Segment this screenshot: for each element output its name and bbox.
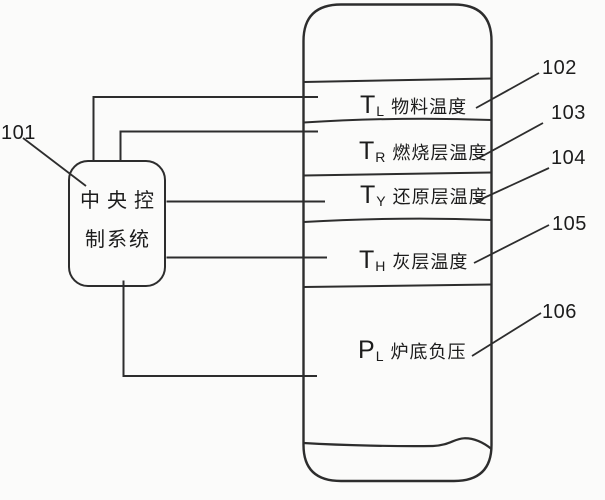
sensor-subscript: L	[376, 103, 385, 119]
ref-label-106: 106	[542, 301, 577, 323]
ref-label-105: 105	[552, 213, 587, 235]
layer-divider-5	[303, 283, 492, 288]
sensor-subscript: R	[375, 149, 386, 165]
ref-label-103: 103	[551, 102, 586, 124]
sensor-symbol: T	[360, 91, 376, 119]
layer-divider-2	[303, 117, 492, 124]
leader-line-102	[475, 72, 540, 109]
sensor-symbol: P	[358, 336, 375, 364]
layer-divider-1	[303, 77, 492, 83]
central-control-system-box: 中央控 制系统	[68, 160, 166, 287]
sensor-name: 灰层温度	[392, 252, 469, 272]
sensor-name: 物料温度	[391, 97, 468, 117]
sensor-name: 燃烧层温度	[392, 143, 488, 163]
control-box-label-line1: 中央控	[80, 190, 161, 212]
layer-divider-4	[303, 217, 492, 223]
sensor-subscript: L	[375, 348, 384, 364]
leader-line-105	[473, 224, 550, 264]
sensor-subscript: Y	[376, 193, 386, 209]
sensor-symbol: T	[359, 137, 375, 165]
ref-label-104: 104	[551, 147, 586, 169]
signal-line-material-temp	[92, 96, 318, 161]
sensor-name: 炉底负压	[390, 342, 467, 362]
signal-line-combustion-temp	[119, 130, 318, 161]
leader-line-104	[475, 167, 550, 203]
bottom-wavy-line	[303, 437, 493, 450]
sensor-name: 还原层温度	[392, 187, 488, 207]
control-box-label-line2: 制系统	[85, 229, 151, 251]
leader-line-106	[471, 312, 542, 357]
leader-line-103	[476, 122, 544, 160]
ref-label-102: 102	[542, 57, 577, 79]
sensor-subscript: H	[375, 258, 386, 274]
ref-label-101: 101	[1, 122, 36, 144]
vessel-outline	[302, 3, 493, 483]
signal-line-bottom-pressure	[122, 280, 317, 377]
layer-divider-3	[303, 171, 492, 177]
sensor-symbol: T	[360, 181, 376, 209]
sensor-symbol: T	[359, 246, 375, 274]
